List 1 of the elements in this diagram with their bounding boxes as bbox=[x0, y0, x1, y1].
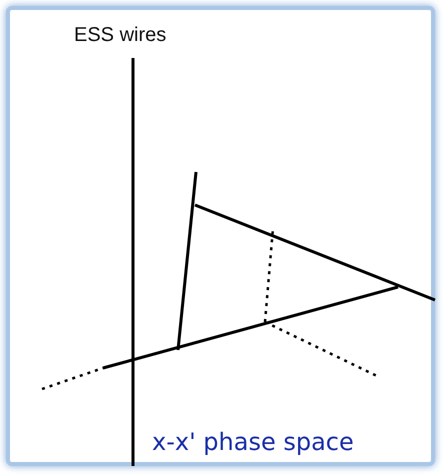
axis-label: ESS wires bbox=[74, 24, 166, 47]
